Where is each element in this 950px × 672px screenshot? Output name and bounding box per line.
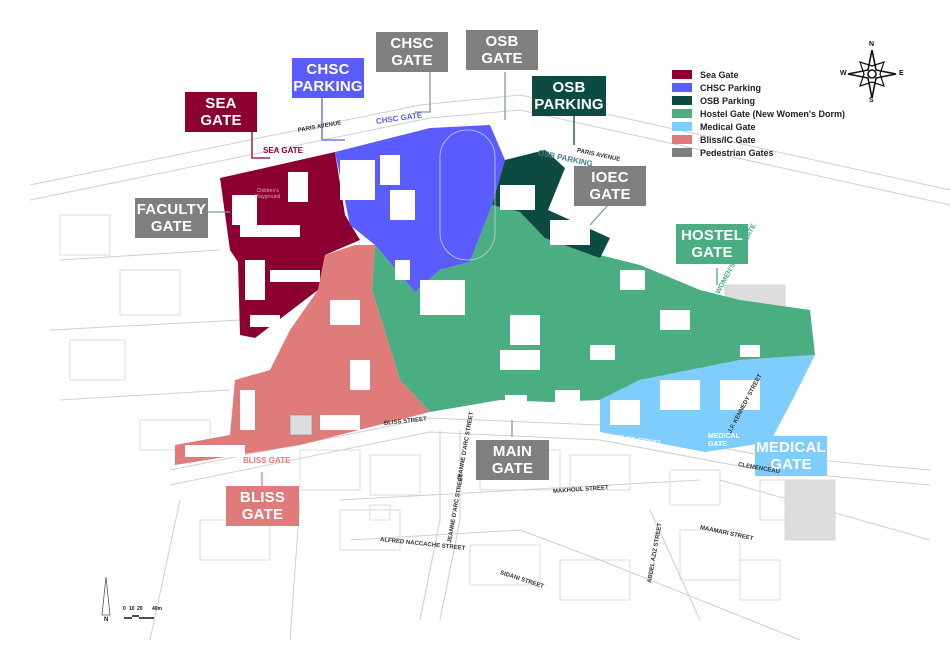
legend-item: Bliss/IC Gate (672, 133, 845, 146)
main-gate-label: MAIN GATE (476, 440, 549, 480)
ioec-gate-label: IOEC GATE (574, 166, 646, 206)
legend-item: Sea Gate (672, 68, 845, 81)
bliss-gate-label: BLISS GATE (226, 486, 299, 526)
legend-swatch (672, 96, 692, 105)
sports-track (439, 129, 496, 261)
compass-rose: N S E W (840, 41, 904, 104)
scale-tick: 20 (137, 606, 143, 612)
legend-label: Hostel Gate (New Women's Dorm) (700, 108, 845, 119)
sea-gate-label: SEA GATE (185, 92, 257, 132)
compass-west: W (840, 70, 847, 77)
legend-swatch (672, 122, 692, 131)
legend-label: Pedestrian Gates (700, 147, 774, 158)
north-label: N (104, 617, 109, 623)
courtyard-building (289, 414, 313, 436)
faculty-gate-label: FACULTY GATE (135, 198, 208, 238)
map-legend: Sea Gate CHSC Parking OSB Parking Hostel… (672, 68, 845, 159)
legend-label: Medical Gate (700, 121, 756, 132)
hostel-gate-label: HOSTEL GATE (676, 224, 748, 264)
legend-swatch (672, 70, 692, 79)
scale-tick: 40m (152, 606, 163, 612)
legend-label: Bliss/IC Gate (700, 134, 756, 145)
zone-chsc-parking (335, 125, 505, 292)
legend-swatch (672, 109, 692, 118)
medical-gate-label: MEDICAL GATE (755, 436, 827, 476)
osb-parking-label: OSB PARKING (532, 76, 606, 116)
compass-south: S (869, 97, 874, 104)
medical-gate-marker: MEDICAL GATE (708, 433, 740, 448)
sea-gate-marker: SEA GATE (263, 146, 304, 155)
legend-swatch (672, 148, 692, 157)
legend-item: Hostel Gate (New Women's Dorm) (672, 107, 845, 120)
legend-swatch (672, 83, 692, 92)
legend-label: OSB Parking (700, 95, 756, 106)
compass-east: E (899, 70, 904, 77)
north-arrow-icon (101, 576, 154, 619)
campus-buildings (185, 155, 760, 457)
chsc-parking-label: CHSC PARKING (292, 58, 364, 98)
chsc-gate-label: CHSC GATE (376, 32, 448, 72)
zone-bliss-gate (175, 245, 430, 465)
zone-hostel-gate (372, 205, 815, 412)
compass-north: N (869, 41, 875, 48)
legend-item: Medical Gate (672, 120, 845, 133)
legend-item: CHSC Parking (672, 81, 845, 94)
scale-tick: 10 (129, 606, 135, 612)
legend-item: Pedestrian Gates (672, 146, 845, 159)
bliss-gate-marker: BLISS GATE (243, 456, 291, 465)
legend-label: CHSC Parking (700, 82, 762, 93)
legend-item: OSB Parking (672, 94, 845, 107)
legend-label: Sea Gate (700, 69, 739, 80)
scale-tick: 0 (123, 606, 126, 612)
compass-icon (847, 49, 897, 99)
zone-medical-gate (600, 355, 815, 452)
legend-swatch (672, 135, 692, 144)
playground-label: Children's Playground (255, 188, 281, 200)
osb-gate-label: OSB GATE (466, 30, 538, 70)
